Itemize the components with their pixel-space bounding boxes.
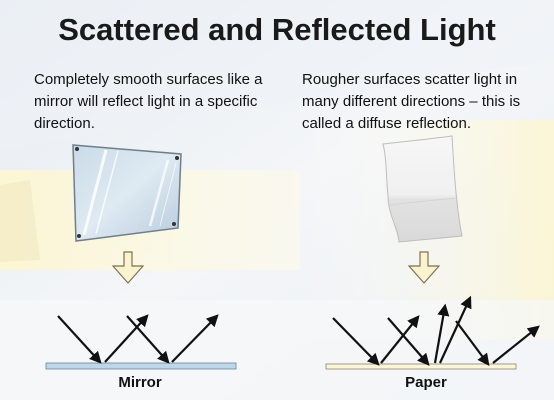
paper-label: Paper	[405, 374, 447, 391]
paper-sheet-icon	[382, 135, 463, 243]
reflected-ray	[171, 314, 219, 363]
mirror-icon	[72, 144, 182, 242]
incident-ray	[332, 317, 380, 366]
down-arrow-icon	[407, 251, 441, 284]
page-title: Scattered and Reflected Light	[58, 12, 496, 47]
incident-ray	[57, 315, 102, 364]
reflected-ray	[380, 315, 420, 364]
paper-description: Rougher surfaces scatter light in many d…	[302, 71, 521, 132]
down-arrow-icon	[111, 251, 145, 284]
incident-ray	[455, 320, 490, 366]
paper-surface	[325, 363, 517, 370]
reflected-ray	[492, 325, 540, 364]
mirror-surface	[45, 362, 237, 370]
mirror-description: Completely smooth surfaces like a mirror…	[34, 71, 263, 132]
incident-ray	[126, 315, 170, 364]
reflected-ray	[104, 314, 149, 363]
reflected-ray	[439, 295, 472, 364]
reflected-ray	[433, 303, 450, 364]
incident-ray	[387, 317, 430, 366]
mirror-rays	[57, 314, 219, 364]
mirror-label: Mirror	[118, 374, 162, 391]
paper-rays	[332, 295, 540, 366]
